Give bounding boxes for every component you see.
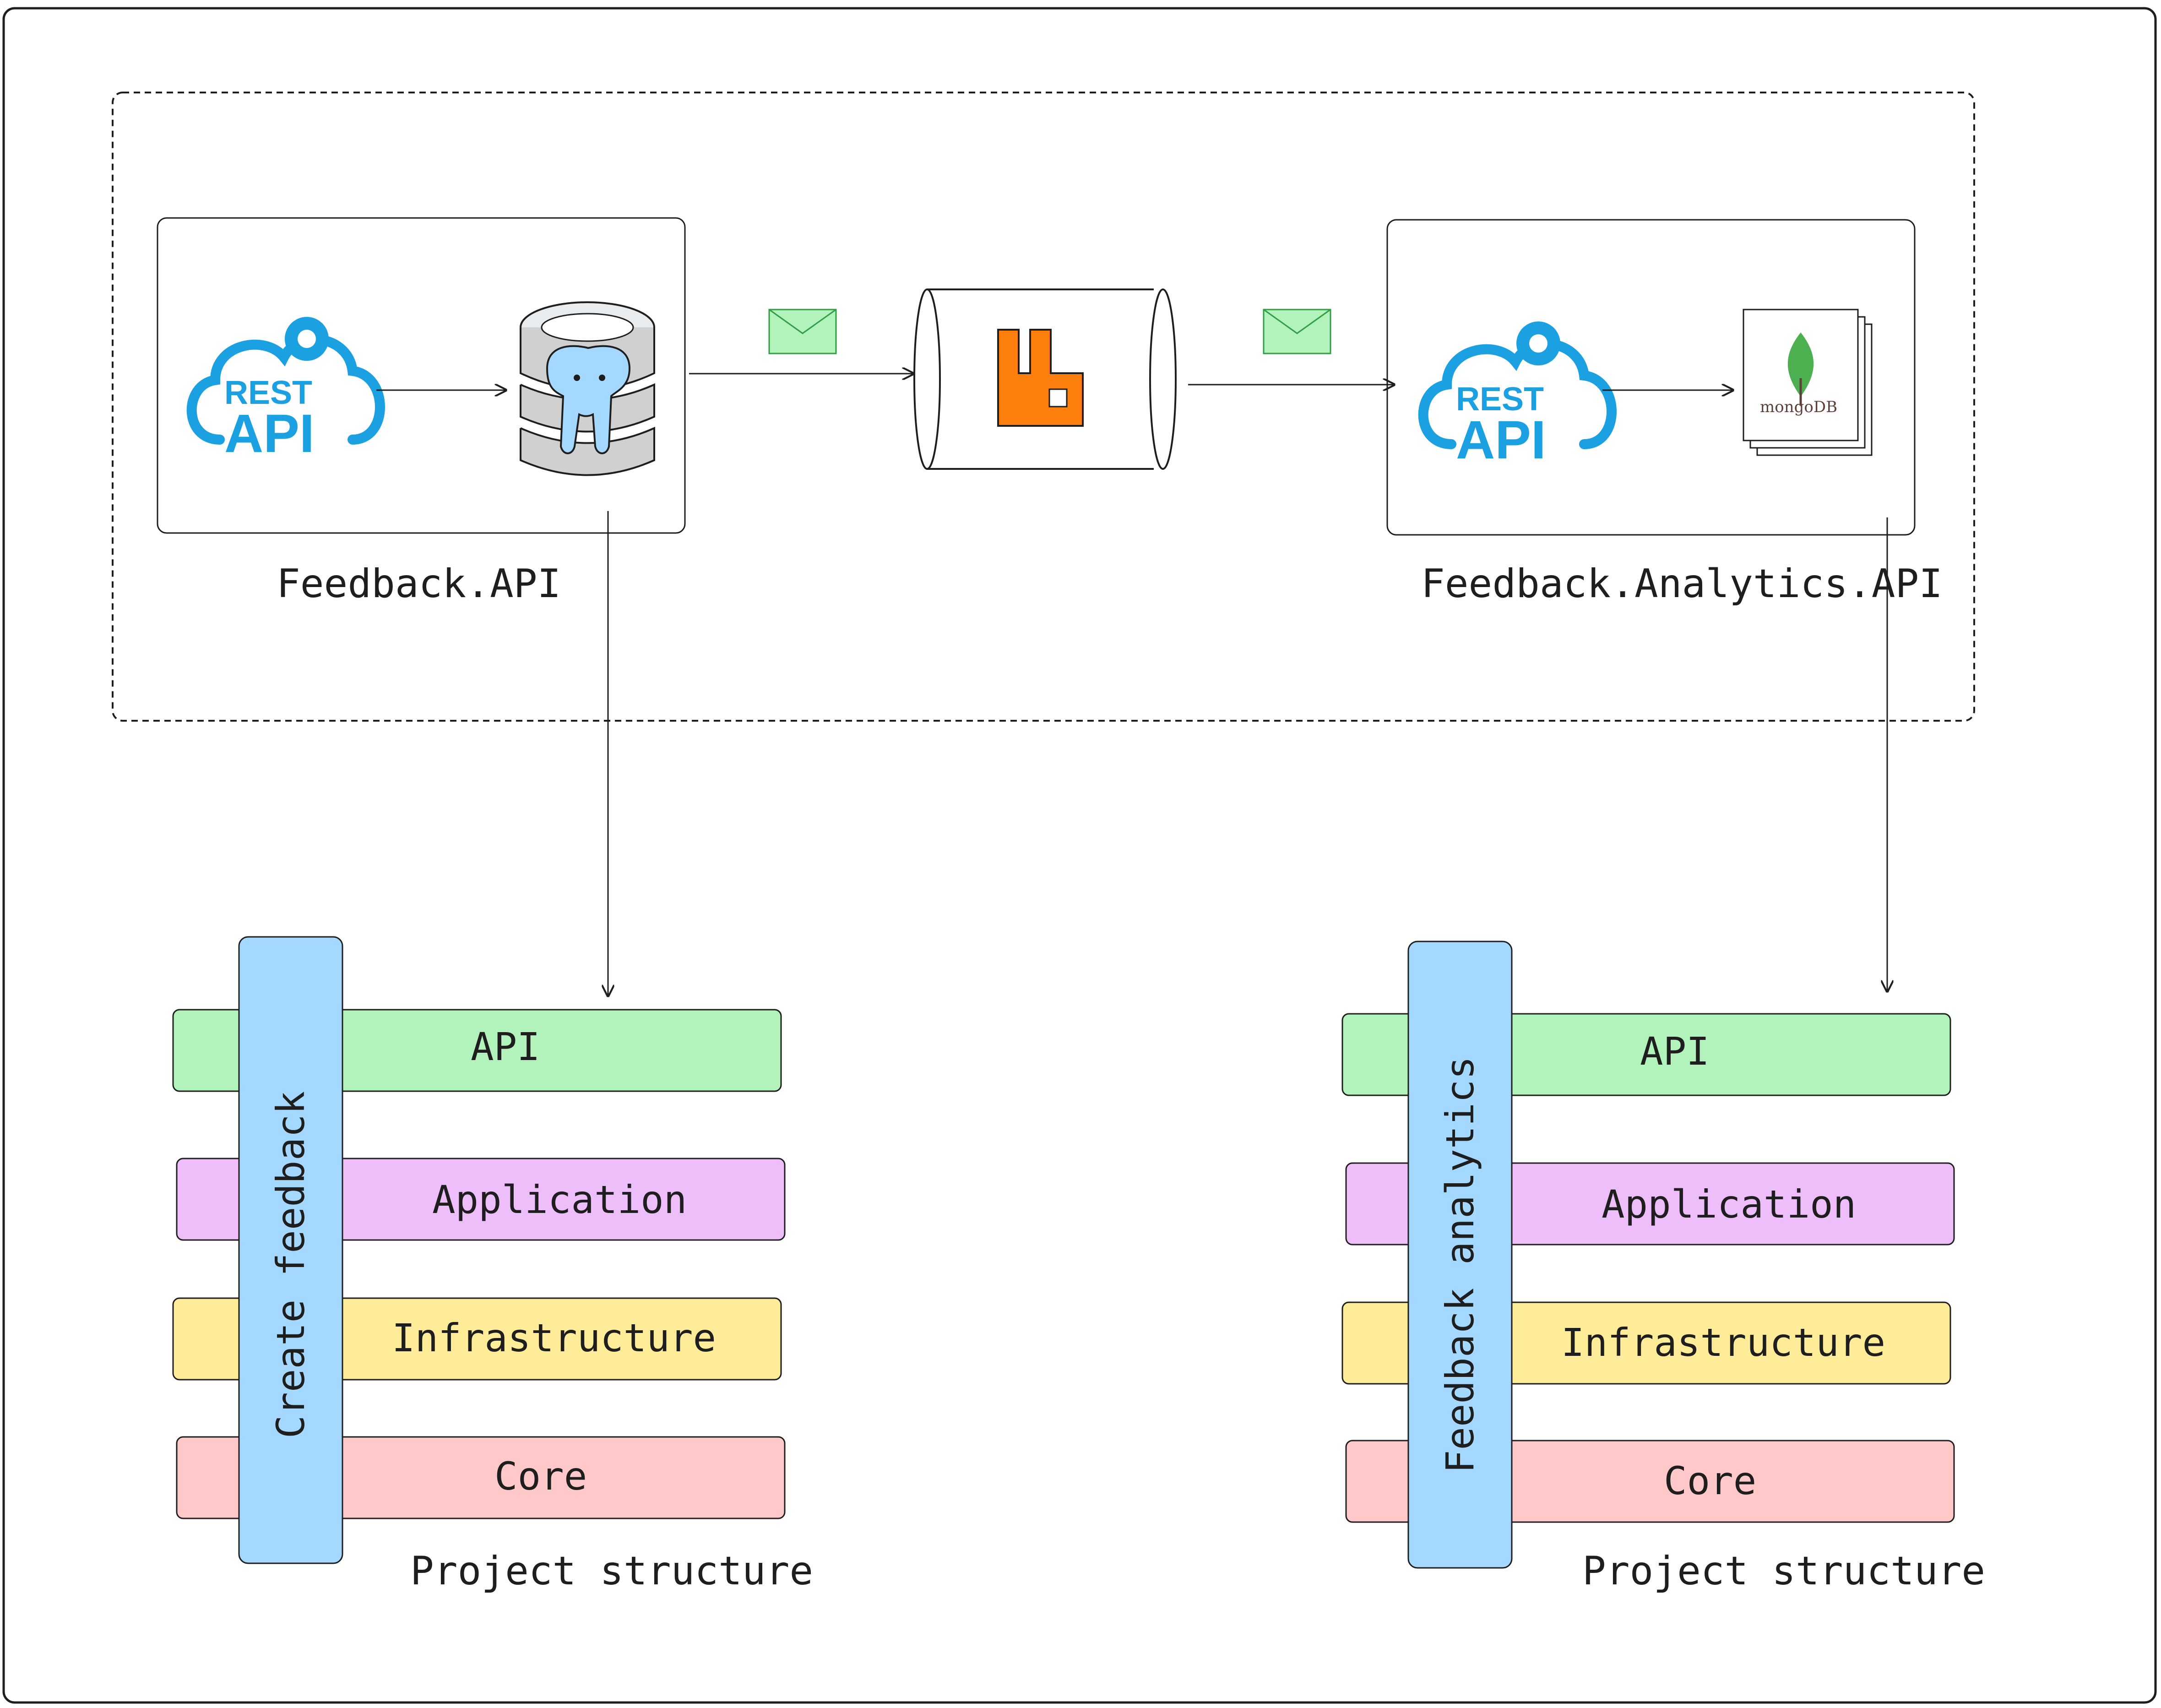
project-structure-caption: Project structure: [1582, 1548, 1986, 1594]
layer-label-infrastructure: Infrastructure: [392, 1316, 717, 1360]
vertical-slice-bar[interactable]: [238, 936, 343, 1564]
layer-label-core: Core: [494, 1454, 587, 1499]
layer-label-api: API: [1640, 1029, 1710, 1074]
rest-api-icon: [1418, 321, 1617, 449]
project-structure-caption: Project structure: [410, 1548, 814, 1594]
analytics-api-title: Feedback.Analytics.API: [1421, 561, 1943, 607]
layer-label-application: Application: [1602, 1182, 1857, 1227]
feedback-api-title: Feedback.API: [277, 561, 561, 607]
rest-word: REST: [1456, 381, 1544, 418]
rest-api-icon: [186, 317, 385, 445]
analytics-api-box[interactable]: [1386, 219, 1916, 536]
layer-label-core: Core: [1664, 1458, 1757, 1503]
vertical-slice-bar[interactable]: [1407, 941, 1513, 1569]
rest-word: REST: [224, 375, 313, 411]
mongodb-icon: [1743, 309, 1873, 456]
outer-frame: [2, 7, 2157, 1704]
layer-label-application: Application: [432, 1177, 687, 1222]
envelope-icon: [1263, 309, 1331, 354]
system-boundary: [112, 92, 1975, 722]
api-word: API: [1456, 410, 1546, 470]
message-queue: [913, 288, 1177, 470]
vertical-label: Feedback analytics: [1438, 1056, 1482, 1474]
mongodb-label: mongoDB: [1760, 398, 1838, 416]
vertical-label: Create feedback: [268, 1091, 313, 1439]
layer-label-infrastructure: Infrastructure: [1561, 1320, 1886, 1365]
api-word: API: [224, 403, 315, 464]
rabbitmq-icon: [997, 329, 1084, 427]
envelope-icon: [768, 309, 837, 354]
postgresql-icon: [520, 301, 655, 476]
layer-label-api: API: [471, 1024, 540, 1069]
